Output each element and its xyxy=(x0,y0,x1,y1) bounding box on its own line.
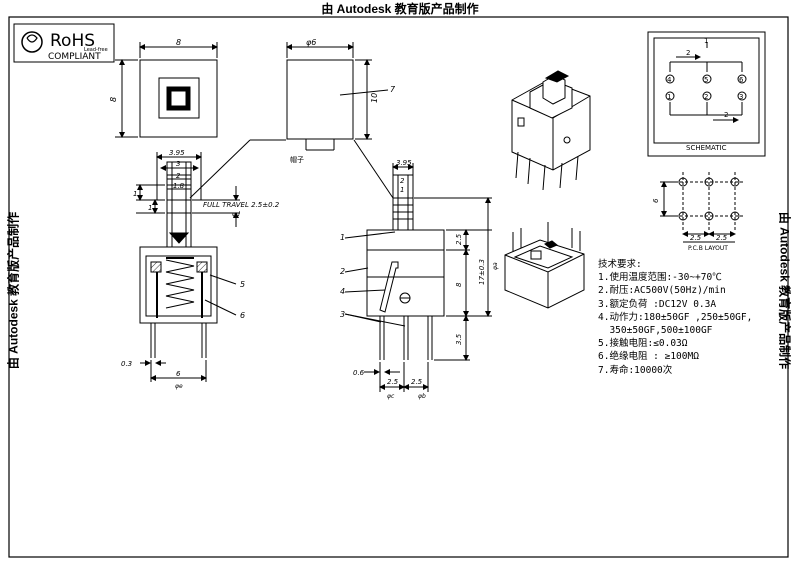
dim-side-8: 8 xyxy=(455,282,463,287)
cap-label: 帽子 xyxy=(290,155,304,164)
dim-side-173: 17±0.3 xyxy=(478,259,486,285)
pcb-dim-v: 6 xyxy=(652,198,660,203)
schematic-top-num: 1 xyxy=(704,37,708,45)
dim-front-6: 6 xyxy=(176,370,181,378)
side-view xyxy=(344,163,492,392)
schematic-title: SCHEMATIC xyxy=(686,144,727,152)
rohs-title: RoHS xyxy=(50,31,95,51)
dim-front-18: 1.8 xyxy=(173,182,185,190)
schematic-block xyxy=(647,31,766,157)
callout-4: 4 xyxy=(340,287,345,296)
dim-side-395: 3.95 xyxy=(396,159,412,167)
spec-heading: 技术要求: xyxy=(598,259,642,270)
callout-6: 6 xyxy=(240,311,245,320)
callout-5: 5 xyxy=(240,280,245,289)
dim-side-sub-c: φc xyxy=(387,393,395,400)
dim-full-travel: FULL TRAVEL 2.5±0.2 xyxy=(203,201,280,209)
dim-front-03: 0.3 xyxy=(121,360,132,368)
dim-side-173-sub: φa xyxy=(492,262,499,270)
dim-side-35: 3.5 xyxy=(455,333,463,345)
spec-list: 技术要求: 1.使用温度范围:-30~+70℃ 2.耐压:AC500V(50Hz… xyxy=(598,258,752,377)
dim-front-h2: 1 xyxy=(148,204,152,212)
spec-line: 2.耐压:AC500V(50Hz)/min xyxy=(598,285,726,297)
schematic-pin-6: 6 xyxy=(739,76,744,84)
callout-1: 1 xyxy=(340,233,345,242)
rohs-subtitle: COMPLIANT xyxy=(48,52,101,62)
dim-top-width: 8 xyxy=(176,38,181,47)
dim-side-25b: 2.5 xyxy=(387,378,399,386)
dim-side-1: 1 xyxy=(400,186,404,194)
schematic-pin-5: 5 xyxy=(704,76,708,84)
spec-line: 5.接触电阻:≤0.03Ω xyxy=(598,338,688,350)
dim-side-2: 2 xyxy=(400,177,405,185)
top-view xyxy=(115,42,218,138)
dim-cap-width: φ6 xyxy=(306,38,316,47)
dim-side-25c: 2.5 xyxy=(411,378,423,386)
pcb-layout xyxy=(660,172,745,243)
spec-line: 7.寿命:10000次 xyxy=(598,364,673,376)
spec-line: 350±50GF,500±100GF xyxy=(598,325,713,337)
sheet-border xyxy=(8,16,789,558)
iso-view-top xyxy=(511,70,591,191)
pcb-dim-h2: 2.5 xyxy=(716,234,728,242)
rohs-small: Lead-free xyxy=(84,47,108,53)
banner-top: 由 Autodesk 教育版产品制作 xyxy=(321,2,479,16)
schematic-dim-top: 2 xyxy=(686,49,690,57)
callout-2: 2 xyxy=(340,267,345,276)
dim-front-395: 3.95 xyxy=(169,149,185,157)
schematic-dim-bot: 2 xyxy=(724,111,728,119)
spec-line: 4.动作力:180±50GF ,250±50GF, xyxy=(598,311,753,323)
schematic-pin-1: 1 xyxy=(667,93,671,101)
spec-line: 3.额定负荷 :DC12V 0.3A xyxy=(598,298,717,310)
rohs-logo: RoHS Lead-free COMPLIANT xyxy=(13,23,115,63)
schematic-pin-4: 4 xyxy=(667,76,672,84)
cap-view xyxy=(189,42,394,199)
pcb-title: P.C.B LAYOUT xyxy=(688,245,728,252)
spec-line: 6.绝缘电阻 : ≥100MΩ xyxy=(598,351,699,363)
callout-3: 3 xyxy=(340,310,345,319)
dim-front-2: 2 xyxy=(176,172,181,180)
dim-travel-sub: φd xyxy=(232,211,240,218)
dim-top-height: 8 xyxy=(109,97,118,102)
dim-side-25: 2.5 xyxy=(455,233,463,245)
iso-view-bottom xyxy=(504,222,585,309)
pcb-dim-h1: 2.5 xyxy=(690,234,702,242)
dim-front-6-sub: φe xyxy=(175,383,183,390)
front-view xyxy=(136,152,240,382)
callout-7: 7 xyxy=(390,85,396,94)
schematic-pin-3: 3 xyxy=(739,93,743,101)
dim-front-h1: 1 xyxy=(133,190,137,198)
dim-side-06: 0.6 xyxy=(353,369,365,377)
dim-side-sub-b: φb xyxy=(418,393,426,400)
dim-front-3: 3 xyxy=(176,160,180,168)
schematic-pin-2: 2 xyxy=(704,93,708,101)
spec-line: 1.使用温度范围:-30~+70℃ xyxy=(598,272,722,284)
dim-cap-height: 10 xyxy=(370,93,379,103)
